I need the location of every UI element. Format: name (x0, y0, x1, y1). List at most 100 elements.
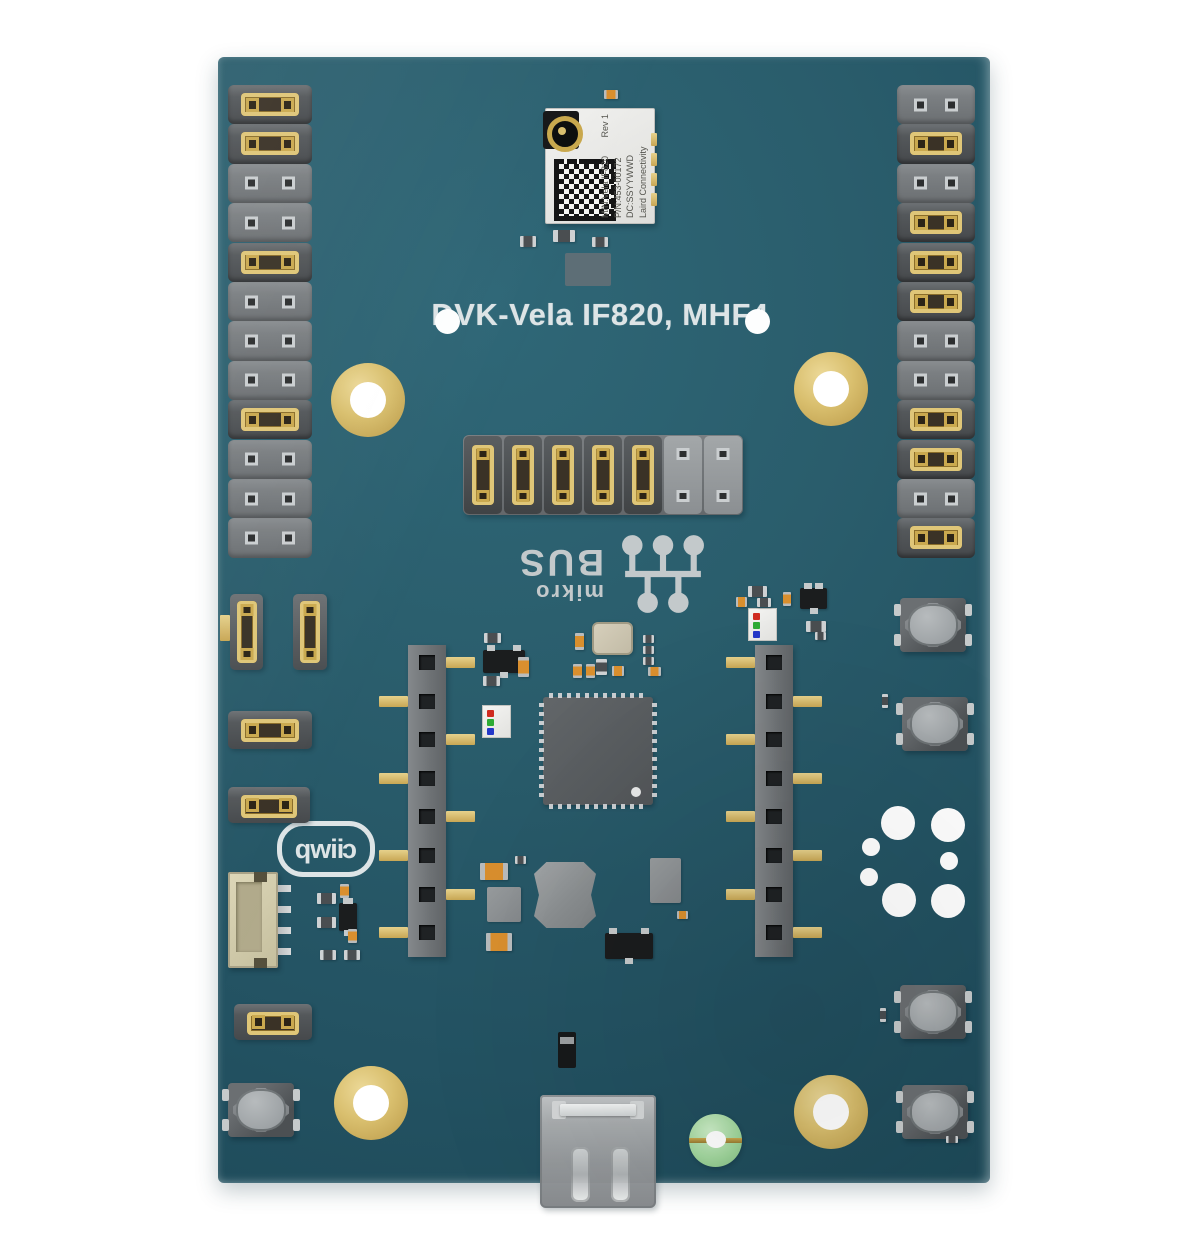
button-leg (967, 733, 974, 745)
mhf4-coax-ring (547, 116, 583, 152)
pin (915, 530, 928, 545)
capacitor (612, 666, 624, 676)
castellated-pad (726, 734, 755, 746)
test-point (862, 838, 880, 856)
capacitor (677, 911, 688, 919)
pin (944, 255, 957, 270)
push-button (894, 985, 972, 1039)
button-leg (894, 1021, 901, 1033)
pin (476, 490, 490, 502)
usb-shell-lip (560, 1104, 636, 1116)
jumper-open (897, 85, 975, 125)
mounting-hole (334, 1066, 408, 1140)
button-leg (965, 991, 972, 1003)
jumper-with-shunt (228, 242, 312, 282)
mikrobus-icon (622, 535, 704, 613)
mounting-hole (794, 352, 868, 426)
main-ic (539, 693, 657, 809)
component (650, 858, 681, 903)
resistor (880, 1008, 886, 1022)
qwiic-logo: qwii c (277, 821, 375, 877)
button-cap (236, 1089, 286, 1131)
jumper-with-shunt (624, 436, 662, 514)
module-revision: Rev 1 (600, 114, 610, 138)
button-leg (894, 991, 901, 1003)
module-vendor: Laird Connectivity (637, 146, 648, 218)
pin (944, 137, 957, 152)
resistor (520, 236, 536, 247)
resistor (344, 950, 360, 960)
resistor (515, 856, 526, 864)
pin (944, 294, 957, 309)
jumper-open (664, 436, 702, 514)
module-date-code: DC:SSYYWWD (625, 155, 635, 218)
gold-pad (651, 193, 657, 206)
resistor (484, 633, 501, 643)
pin (282, 492, 295, 506)
pin (914, 176, 927, 190)
jumper-open (228, 321, 312, 361)
pin (915, 215, 928, 230)
jumper-with-shunt (897, 281, 975, 322)
pin (944, 530, 957, 545)
pin (282, 452, 295, 466)
pin (915, 412, 928, 427)
button-leg (967, 1121, 974, 1133)
pin (246, 255, 259, 270)
leg (500, 672, 508, 678)
mhf4-antenna-connector (543, 111, 583, 152)
pin (281, 412, 294, 427)
pin (476, 448, 490, 460)
radio-module: M/N:Vela IF820 Rev 1 P/N:453-00172 DC:SS… (543, 108, 655, 224)
silkscreen-dot-right (745, 309, 770, 334)
pin (915, 137, 928, 152)
mikrobus-logo: mikro BUS (498, 530, 706, 618)
button-leg (222, 1089, 229, 1101)
test-point (940, 852, 958, 870)
button-leg (965, 604, 972, 616)
pin (915, 255, 928, 270)
button-cap (910, 703, 960, 745)
jumper-with-shunt (228, 400, 312, 440)
pin (246, 137, 259, 152)
mikrobus-wordmark: mikro BUS (517, 543, 604, 606)
rgb-led (748, 608, 777, 641)
pin (914, 98, 927, 112)
pin (245, 295, 258, 309)
qwiic-connector-cavity (236, 882, 262, 952)
push-button (894, 598, 972, 652)
jumper-open (897, 321, 975, 361)
resistor (643, 657, 654, 665)
rgb-led (482, 705, 511, 738)
button-cap (910, 1091, 960, 1133)
transistor (483, 645, 525, 678)
jumper-vertical-with-shunt (293, 594, 327, 670)
castellated-pad (446, 657, 475, 668)
status-led-green (689, 1114, 742, 1167)
jumper-open (228, 281, 312, 322)
castellated-pad (793, 850, 822, 861)
pin (596, 490, 610, 502)
pin (556, 490, 570, 502)
pin (282, 334, 295, 348)
pin (915, 452, 928, 467)
capacitor (518, 657, 529, 677)
socket-pin-hole (419, 848, 435, 863)
castellated-pad (793, 927, 822, 939)
jumper-with-shunt (464, 436, 502, 514)
button-leg (967, 703, 974, 715)
diode (558, 1032, 576, 1068)
pin (245, 216, 258, 230)
pin (676, 448, 690, 460)
board-title: DVK-Vela IF820, MHF4 (431, 297, 769, 332)
button-leg (896, 1091, 903, 1103)
castellated-pad (379, 927, 408, 939)
castellated-pad (379, 772, 408, 784)
pin (281, 137, 294, 152)
leg (625, 958, 633, 964)
castellated-pad (446, 811, 475, 823)
capacitor (573, 664, 582, 678)
mikro-text: mikro (534, 580, 604, 606)
qwiic-text-mirrored-c: c (343, 833, 358, 864)
pin (281, 255, 294, 270)
